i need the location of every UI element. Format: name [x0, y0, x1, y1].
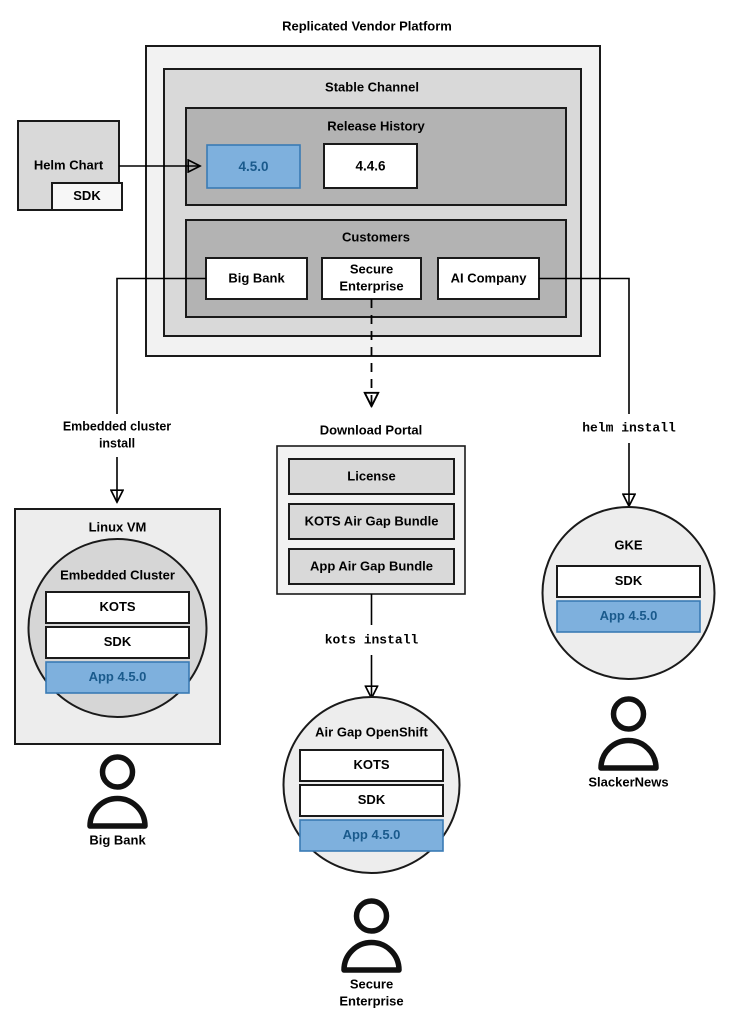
linux-vm-label: Linux VM — [89, 519, 147, 534]
user-icon-big-bank — [87, 754, 148, 829]
flow-label-helm-install: helm install — [582, 420, 676, 435]
flow-label-embedded-line2: install — [99, 436, 135, 450]
release-label-4-4-6: 4.4.6 — [355, 159, 386, 174]
openshift-component-kots-label: KOTS — [353, 757, 389, 772]
connector-big-bank-to-linux-vm — [116, 277, 206, 414]
user-label-secure-enterprise-line2: Enterprise — [339, 993, 403, 1008]
openshift-component-app[interactable] — [299, 819, 444, 852]
release-label-4-5-0: 4.5.0 — [238, 159, 268, 174]
linux-vm-component-kots[interactable] — [45, 591, 190, 624]
download-portal-item-app-bundle-label: App Air Gap Bundle — [310, 558, 433, 573]
release-history-label: Release History — [327, 118, 425, 133]
user-icon-slackernews — [598, 696, 659, 771]
download-portal-item-app-bundle[interactable] — [288, 548, 455, 585]
customer-box-ai-company[interactable] — [437, 257, 540, 300]
linux-vm-component-sdk-label: SDK — [104, 634, 132, 649]
linux-vm-component-app[interactable] — [45, 661, 190, 694]
customer-label-secure-enterprise-line1: Secure — [350, 261, 393, 276]
openshift-label: Air Gap OpenShift — [315, 724, 428, 739]
user-label-big-bank: Big Bank — [89, 832, 146, 847]
gke-component-sdk[interactable] — [556, 565, 701, 598]
linux-vm-component-app-label: App 4.5.0 — [89, 669, 147, 684]
gke-label: GKE — [614, 537, 643, 552]
helm-chart-sdk-label: SDK — [73, 188, 101, 203]
release-box-4-4-6[interactable] — [323, 143, 418, 189]
embedded-cluster-label: Embedded Cluster — [60, 567, 175, 582]
openshift-component-sdk[interactable] — [299, 784, 444, 817]
linux-vm-component-sdk[interactable] — [45, 626, 190, 659]
download-portal-label: Download Portal — [320, 422, 423, 437]
page-title: Replicated Vendor Platform — [282, 18, 452, 33]
user-label-secure-enterprise-line1: Secure — [350, 976, 393, 991]
stable-channel-label: Stable Channel — [325, 79, 419, 94]
openshift-component-app-label: App 4.5.0 — [343, 827, 401, 842]
user-icon-secure-enterprise — [341, 898, 402, 973]
customer-box-secure-enterprise[interactable] — [321, 257, 422, 300]
customers-label: Customers — [342, 229, 410, 244]
download-portal-item-license[interactable] — [288, 458, 455, 495]
gke-component-app[interactable] — [556, 600, 701, 633]
gke-component-app-label: App 4.5.0 — [600, 608, 658, 623]
openshift-component-kots[interactable] — [299, 749, 444, 782]
helm-chart-label: Helm Chart — [34, 157, 104, 172]
gke-component-sdk-label: SDK — [615, 573, 643, 588]
download-portal-item-license-label: License — [347, 468, 395, 483]
user-label-slackernews: SlackerNews — [588, 774, 668, 789]
release-box-4-5-0[interactable] — [206, 144, 301, 189]
download-portal-item-kots-bundle-label: KOTS Air Gap Bundle — [305, 513, 439, 528]
customer-label-secure-enterprise-line2: Enterprise — [339, 278, 403, 293]
connector-ai-company-to-gke — [539, 277, 630, 414]
flow-label-embedded-line1: Embedded cluster — [63, 419, 171, 433]
linux-vm-component-kots-label: KOTS — [99, 599, 135, 614]
helm-chart-sdk-box[interactable] — [51, 182, 123, 211]
customer-label-big-bank: Big Bank — [228, 270, 285, 285]
openshift-component-sdk-label: SDK — [358, 792, 386, 807]
customer-box-big-bank[interactable] — [205, 257, 308, 300]
customer-label-ai-company: AI Company — [451, 270, 528, 285]
flow-label-kots-install: kots install — [325, 632, 419, 647]
download-portal-item-kots-bundle[interactable] — [288, 503, 455, 540]
